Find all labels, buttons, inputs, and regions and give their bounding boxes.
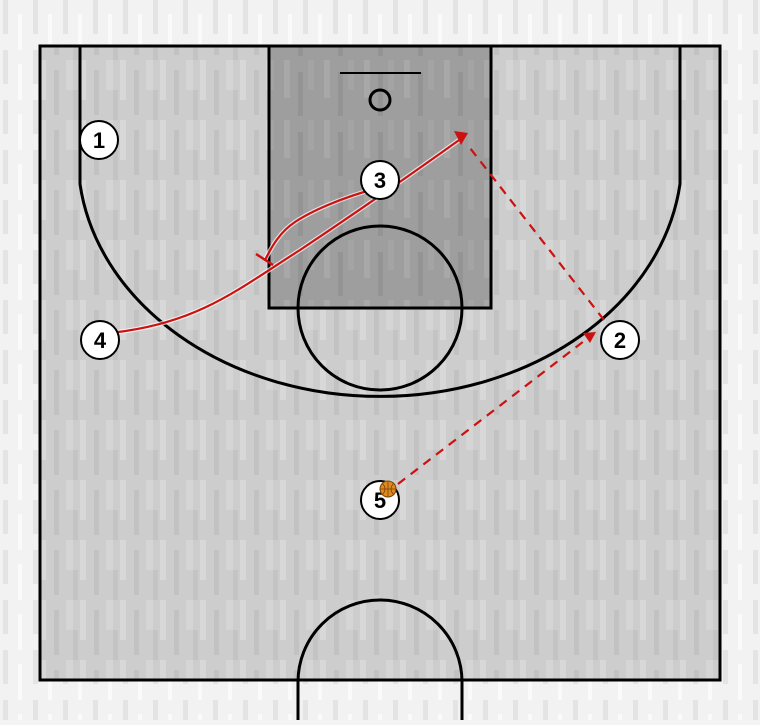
player-4: 4 [80, 320, 120, 360]
three-point-line [78, 46, 682, 398]
basket-rim [368, 88, 392, 112]
pass-line-2-to-3 [469, 147, 605, 321]
player-3-label: 3 [374, 168, 386, 193]
basketball-icon [379, 480, 397, 498]
player-2: 2 [600, 320, 640, 360]
cut-arrowhead-player-4 [454, 131, 468, 145]
pass-line-5-to-2 [397, 337, 589, 485]
players: 1 2 3 4 5 [79, 120, 640, 520]
center-circle [296, 598, 464, 720]
cut-path-player-4 [117, 137, 463, 334]
player-1: 1 [79, 120, 119, 160]
player-2-label: 2 [614, 328, 626, 353]
pass-arrowhead-5-to-2 [583, 332, 596, 343]
player-5: 5 [360, 480, 400, 520]
player-3: 3 [360, 160, 400, 200]
actions [117, 131, 605, 485]
player-4-label: 4 [94, 328, 107, 353]
player-1-label: 1 [93, 128, 105, 153]
screen-path-player-3 [264, 186, 379, 261]
screen-bar-player-3 [255, 252, 274, 267]
free-throw-circle [296, 224, 464, 392]
half-court [38, 44, 722, 720]
